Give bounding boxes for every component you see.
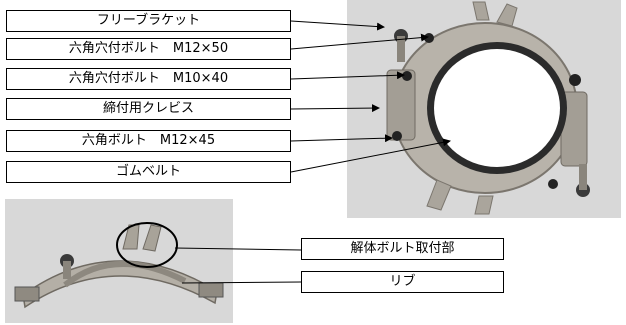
label-dismantle-bolt-mount: 解体ボルト取付部 <box>301 238 504 260</box>
label-hex-socket-bolt-m10x40: 六角穴付ボルト M10×40 <box>6 68 291 90</box>
label-rib: リブ <box>301 271 504 293</box>
label-tightening-clevis: 締付用クレビス <box>6 98 291 120</box>
coupling-side-illustration <box>5 199 233 323</box>
label-hex-bolt-m12x45: 六角ボルト M12×45 <box>6 130 291 152</box>
label-rubber-belt: ゴムベルト <box>6 161 291 183</box>
coupling-illustration <box>347 0 621 218</box>
label-free-bracket: フリーブラケット <box>6 10 291 32</box>
coupling-photo-bottom <box>5 199 233 323</box>
coupling-photo-top <box>347 0 621 218</box>
label-hex-socket-bolt-m12x50: 六角穴付ボルト M12×50 <box>6 38 291 60</box>
